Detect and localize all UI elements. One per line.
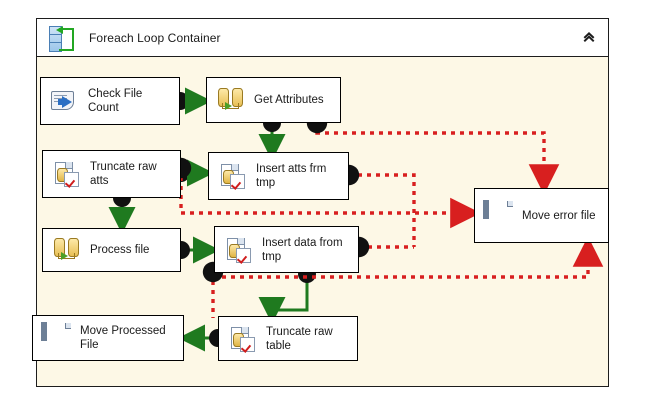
file-system-task-icon	[41, 322, 71, 353]
task-get-attributes[interactable]: Get Attributes	[206, 77, 341, 123]
task-label: Process file	[90, 244, 150, 256]
data-flow-task-icon	[51, 235, 81, 265]
execute-sql-task-icon	[217, 161, 247, 191]
task-insert-data-from-tmp[interactable]: Insert data from tmp	[214, 226, 359, 273]
data-flow-task-icon	[215, 85, 245, 115]
task-label: Check File Count	[88, 88, 143, 114]
task-move-error-file[interactable]: Move error file	[474, 188, 609, 243]
file-system-task-icon	[483, 199, 513, 231]
task-truncate-raw-atts[interactable]: Truncate raw atts	[42, 150, 181, 198]
execute-sql-task-icon	[227, 324, 257, 354]
task-truncate-raw-table[interactable]: Truncate raw table	[218, 316, 358, 361]
task-label: Insert atts frm tmp	[256, 163, 327, 189]
container-header: Foreach Loop Container	[37, 19, 608, 57]
task-label: Truncate raw table	[266, 325, 333, 352]
task-check-file-count[interactable]: Check File Count	[40, 77, 180, 125]
task-move-processed-file[interactable]: Move Processed File	[32, 315, 184, 361]
task-label: Get Attributes	[254, 94, 324, 106]
execute-sql-task-icon	[223, 235, 253, 265]
task-label: Insert data from tmp	[262, 236, 343, 263]
script-task-icon	[49, 86, 79, 116]
foreach-loop-icon	[47, 25, 75, 52]
execute-sql-task-icon	[51, 159, 81, 189]
task-label: Move Processed File	[80, 325, 166, 351]
task-label: Move error file	[522, 209, 596, 222]
task-label: Truncate raw atts	[90, 161, 157, 187]
collapse-chevron-icon[interactable]	[578, 26, 600, 48]
container-title: Foreach Loop Container	[89, 30, 221, 45]
task-insert-atts-frm-tmp[interactable]: Insert atts frm tmp	[208, 152, 349, 200]
task-process-file[interactable]: Process file	[42, 228, 181, 272]
